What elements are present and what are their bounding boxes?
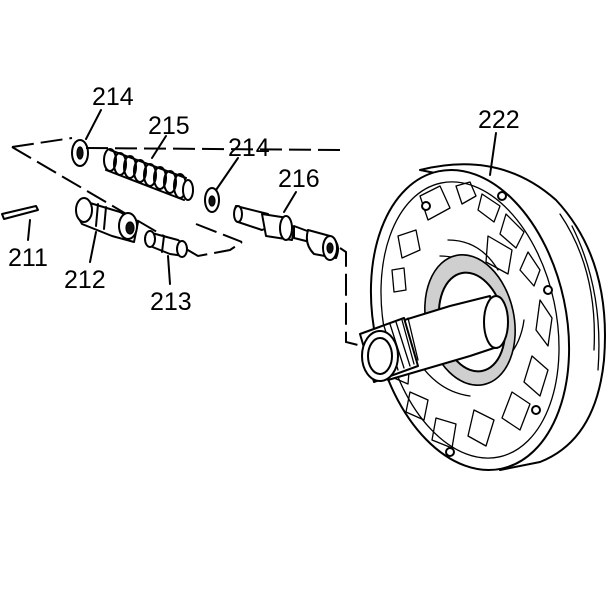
pin-211	[1, 205, 39, 220]
snap-ring-214-right	[204, 187, 220, 213]
valve-212	[75, 197, 139, 243]
callout-212: 212	[64, 266, 106, 294]
callout-213: 213	[150, 288, 192, 316]
pump-body-222	[359, 163, 606, 472]
callout-216: 216	[278, 165, 320, 193]
callout-211: 211	[8, 244, 48, 272]
plug-213	[144, 230, 188, 258]
valve-216	[233, 205, 339, 261]
assembly-frame	[11, 137, 341, 258]
callout-215: 215	[148, 112, 190, 140]
callout-222: 222	[478, 106, 520, 134]
callout-214-left: 214	[92, 83, 134, 111]
snap-ring-214-left	[71, 139, 89, 167]
callout-labels: 214 215 214 216 222 211 212 213	[8, 83, 520, 316]
callout-214-right: 214	[228, 134, 270, 162]
assembly-path-line	[339, 247, 363, 347]
spring-215	[103, 148, 194, 201]
leader-lines	[27, 109, 497, 285]
